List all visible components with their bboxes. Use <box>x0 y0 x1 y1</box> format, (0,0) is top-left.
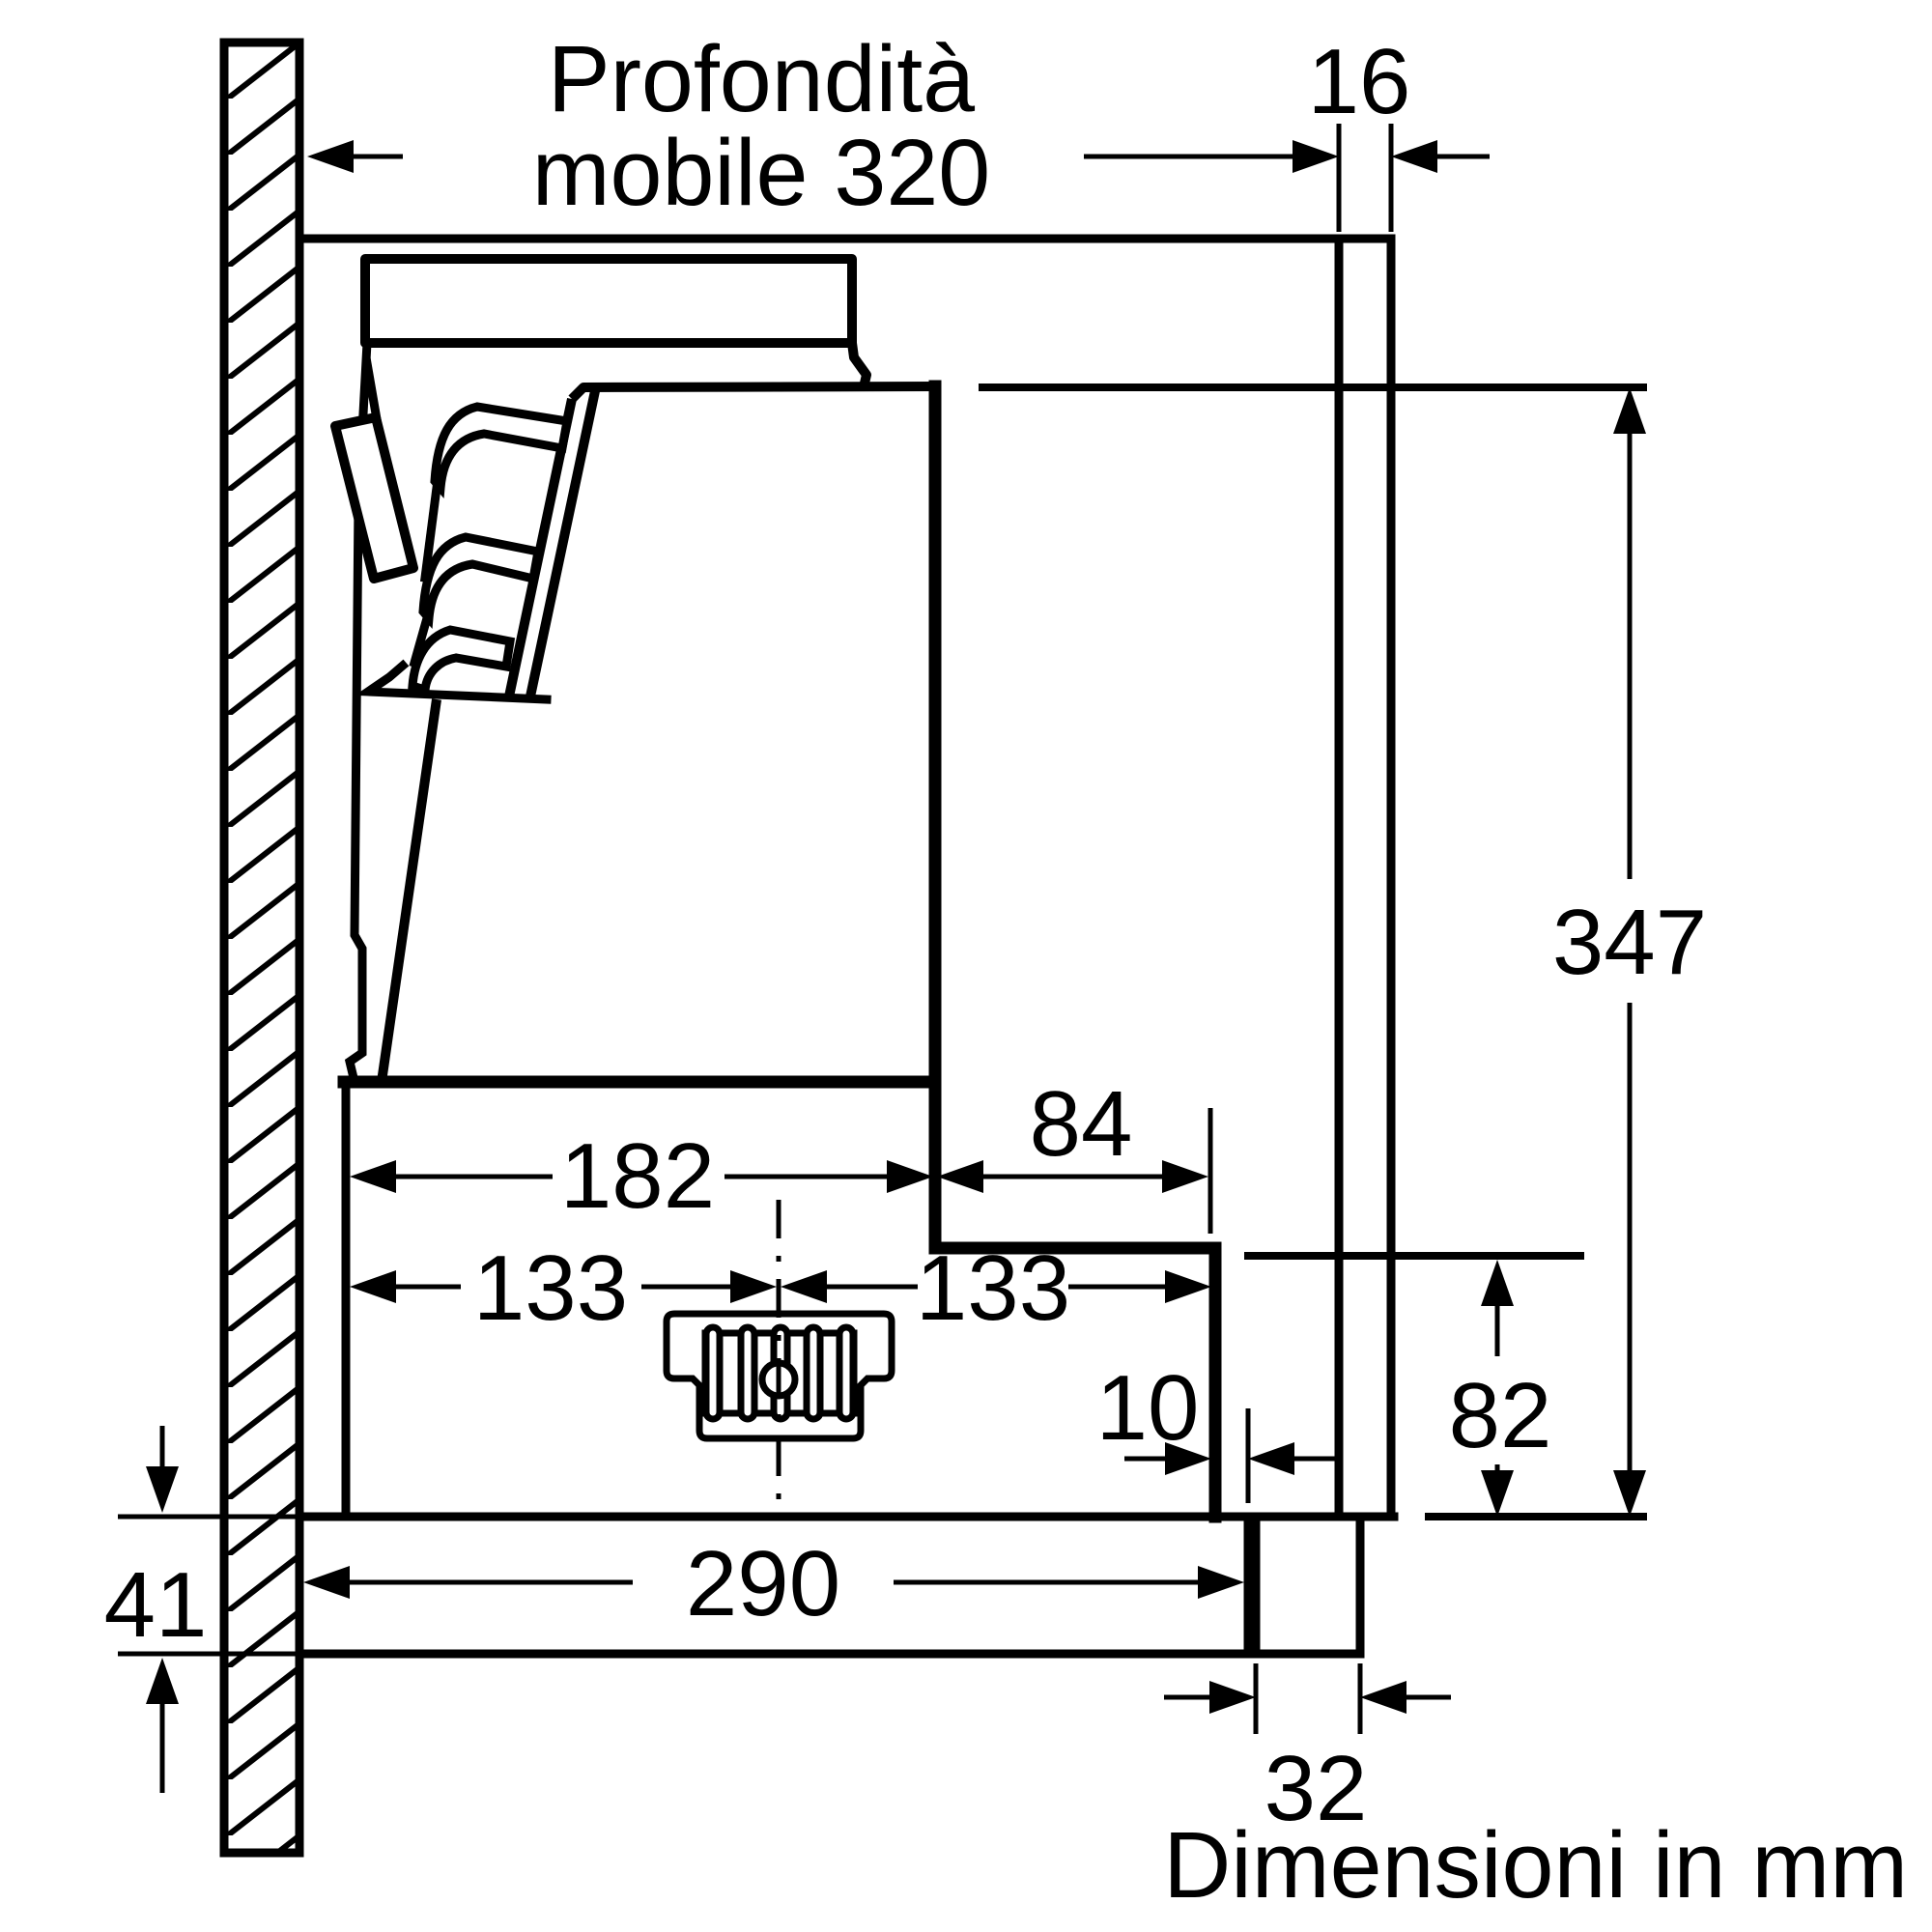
arrowhead-right <box>1165 1442 1211 1475</box>
dimension-duct-box-width: 182 <box>350 1124 933 1228</box>
slat-link-1 <box>419 482 442 583</box>
cabinet-depth-label-line2: mobile 320 <box>532 120 991 225</box>
arrowhead-left <box>307 140 354 173</box>
duct-connector <box>663 1200 895 1505</box>
baffle-slat-2 <box>418 532 544 630</box>
arrowhead-left <box>781 1270 827 1303</box>
arrowhead-down <box>146 1466 179 1513</box>
arrowhead-right <box>887 1160 933 1193</box>
duct-slant-edge <box>377 698 441 1083</box>
front-foot-width-label: 32 <box>1264 1737 1368 1840</box>
rear-flap <box>330 412 418 583</box>
rear-duct-slant <box>361 357 383 425</box>
arrowhead-right <box>1209 1681 1256 1714</box>
dimension-duct-center-right: 133 <box>781 1236 1211 1340</box>
filter-frame-outer <box>526 384 601 698</box>
connector-rib-2 <box>737 1323 758 1423</box>
baffle-slat-3 <box>408 625 516 696</box>
arrowhead-left <box>350 1270 396 1303</box>
dimension-duct-center-left: 133 <box>350 1236 777 1340</box>
arrowhead-left <box>1248 1442 1294 1475</box>
duct-offset-label: 84 <box>1030 1072 1133 1176</box>
arrowhead-up <box>146 1658 179 1704</box>
filter-fold-edge <box>355 659 552 704</box>
arrowhead-right <box>1293 140 1339 173</box>
arrowhead-left <box>937 1160 983 1193</box>
arrowhead-right <box>1162 1160 1208 1193</box>
arrowhead-down <box>1481 1470 1514 1517</box>
connector-rib-1 <box>702 1323 724 1423</box>
dimension-front-gap: 10 <box>1096 1356 1341 1503</box>
duct-center-left-label: 133 <box>473 1236 628 1340</box>
arrowhead-up <box>1613 387 1646 434</box>
dimension-cabinet-depth: Profondità mobile 320 <box>307 26 1339 225</box>
arrowhead-left <box>303 1566 350 1599</box>
arrowhead-down <box>1613 1470 1646 1517</box>
total-height-label: 347 <box>1552 891 1707 994</box>
wall-section <box>219 38 304 1858</box>
dimension-lower-section-height: 82 <box>1244 1252 1584 1517</box>
panel-thickness-label: 16 <box>1308 30 1411 133</box>
wall-hatched-strip <box>219 38 304 1858</box>
baffle-slat-1 <box>430 402 573 499</box>
arrowhead-left <box>1360 1681 1406 1714</box>
arrowhead-up <box>1481 1260 1514 1306</box>
arrowhead-right <box>730 1270 777 1303</box>
lower-section-height-label: 82 <box>1449 1364 1552 1467</box>
dimension-bottom-strip-height: 41 <box>104 1426 299 1793</box>
bracket-jog <box>847 342 871 389</box>
slat-link-2 <box>409 612 433 668</box>
hood-top-bracket <box>360 254 857 348</box>
cabinet-depth-label-line1: Profondità <box>548 26 975 131</box>
duct-box-width-label: 182 <box>560 1124 715 1228</box>
dimension-panel-thickness: 16 <box>1308 30 1490 232</box>
dimension-duct-offset-front: 84 <box>937 1072 1213 1234</box>
arrowhead-left <box>350 1160 396 1193</box>
units-note: Dimensioni in mm <box>1163 1812 1908 1918</box>
arrowhead-left <box>1391 140 1437 173</box>
dimension-bottom-strip-depth: 290 <box>303 1532 1244 1635</box>
hood-body <box>295 254 1365 1659</box>
duct-center-right-label: 133 <box>916 1236 1070 1340</box>
dimension-total-height: 347 <box>979 384 1707 1520</box>
arrowhead-right <box>1165 1270 1211 1303</box>
front-gap-label: 10 <box>1096 1356 1200 1460</box>
connector-rib-5 <box>836 1323 857 1423</box>
bottom-strip-height-label: 41 <box>104 1553 208 1657</box>
dimension-front-foot-width: 32 <box>1164 1663 1451 1840</box>
arrowhead-right <box>1198 1566 1244 1599</box>
bottom-strip-depth-label: 290 <box>686 1532 840 1635</box>
pullout-top-edge <box>568 382 938 403</box>
connector-rib-4 <box>803 1323 824 1423</box>
